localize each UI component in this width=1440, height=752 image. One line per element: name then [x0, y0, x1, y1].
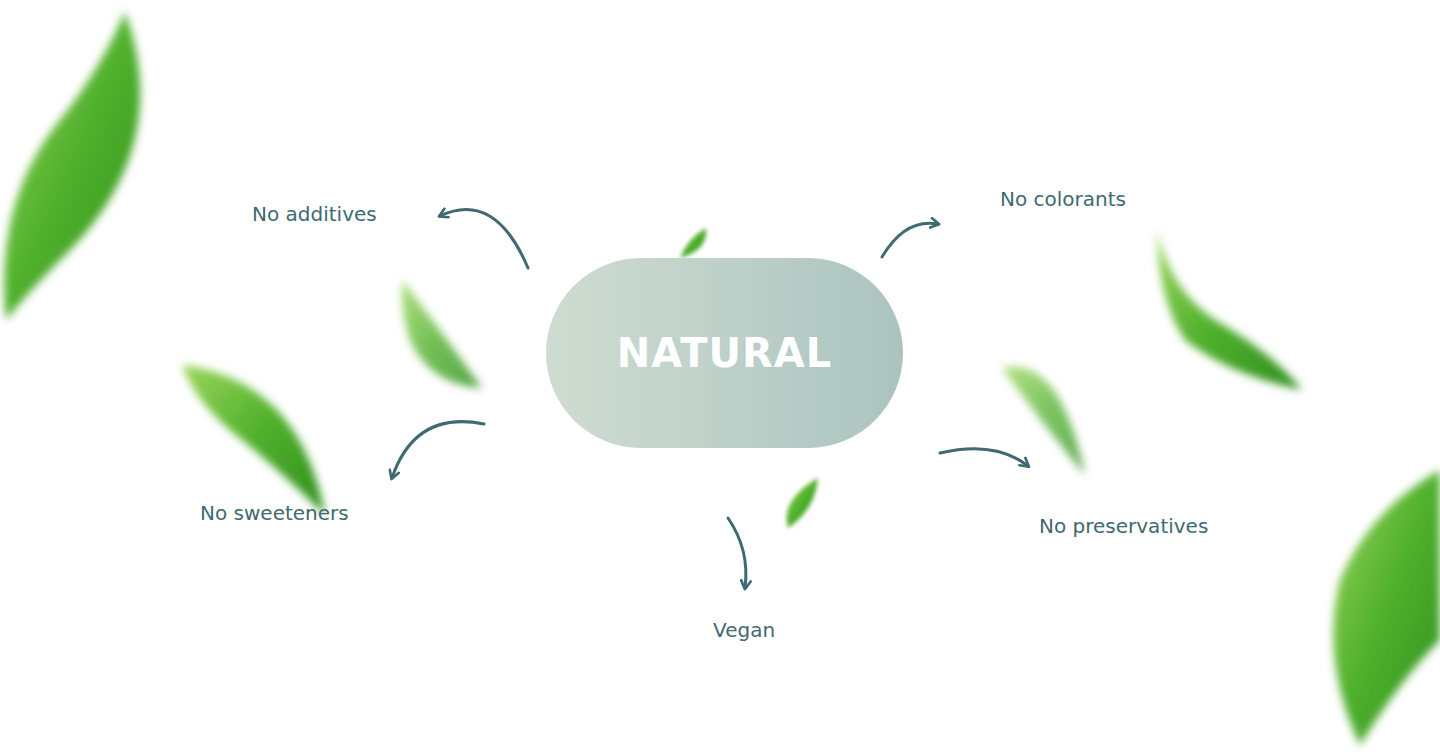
feature-label: No colorants	[1000, 185, 1126, 213]
leaf	[680, 228, 706, 258]
leaf	[787, 478, 818, 528]
leaf	[402, 280, 482, 388]
node-title: NATURAL	[617, 330, 832, 376]
leaf	[182, 365, 325, 515]
feature-label: No preservatives	[1039, 512, 1209, 540]
arrow-line	[392, 422, 484, 478]
feature-label: No sweeteners	[200, 499, 349, 527]
pill-node: NATURAL	[546, 258, 903, 448]
arrow-line	[728, 518, 746, 588]
leaf	[1157, 230, 1302, 390]
feature-label: Vegan	[713, 616, 775, 644]
feature-label: No additives	[252, 200, 377, 228]
arrow-line	[882, 223, 938, 257]
leaf	[1333, 470, 1440, 745]
leaf	[4, 12, 140, 320]
arrow-line	[440, 210, 528, 269]
arrow-line	[940, 449, 1028, 466]
